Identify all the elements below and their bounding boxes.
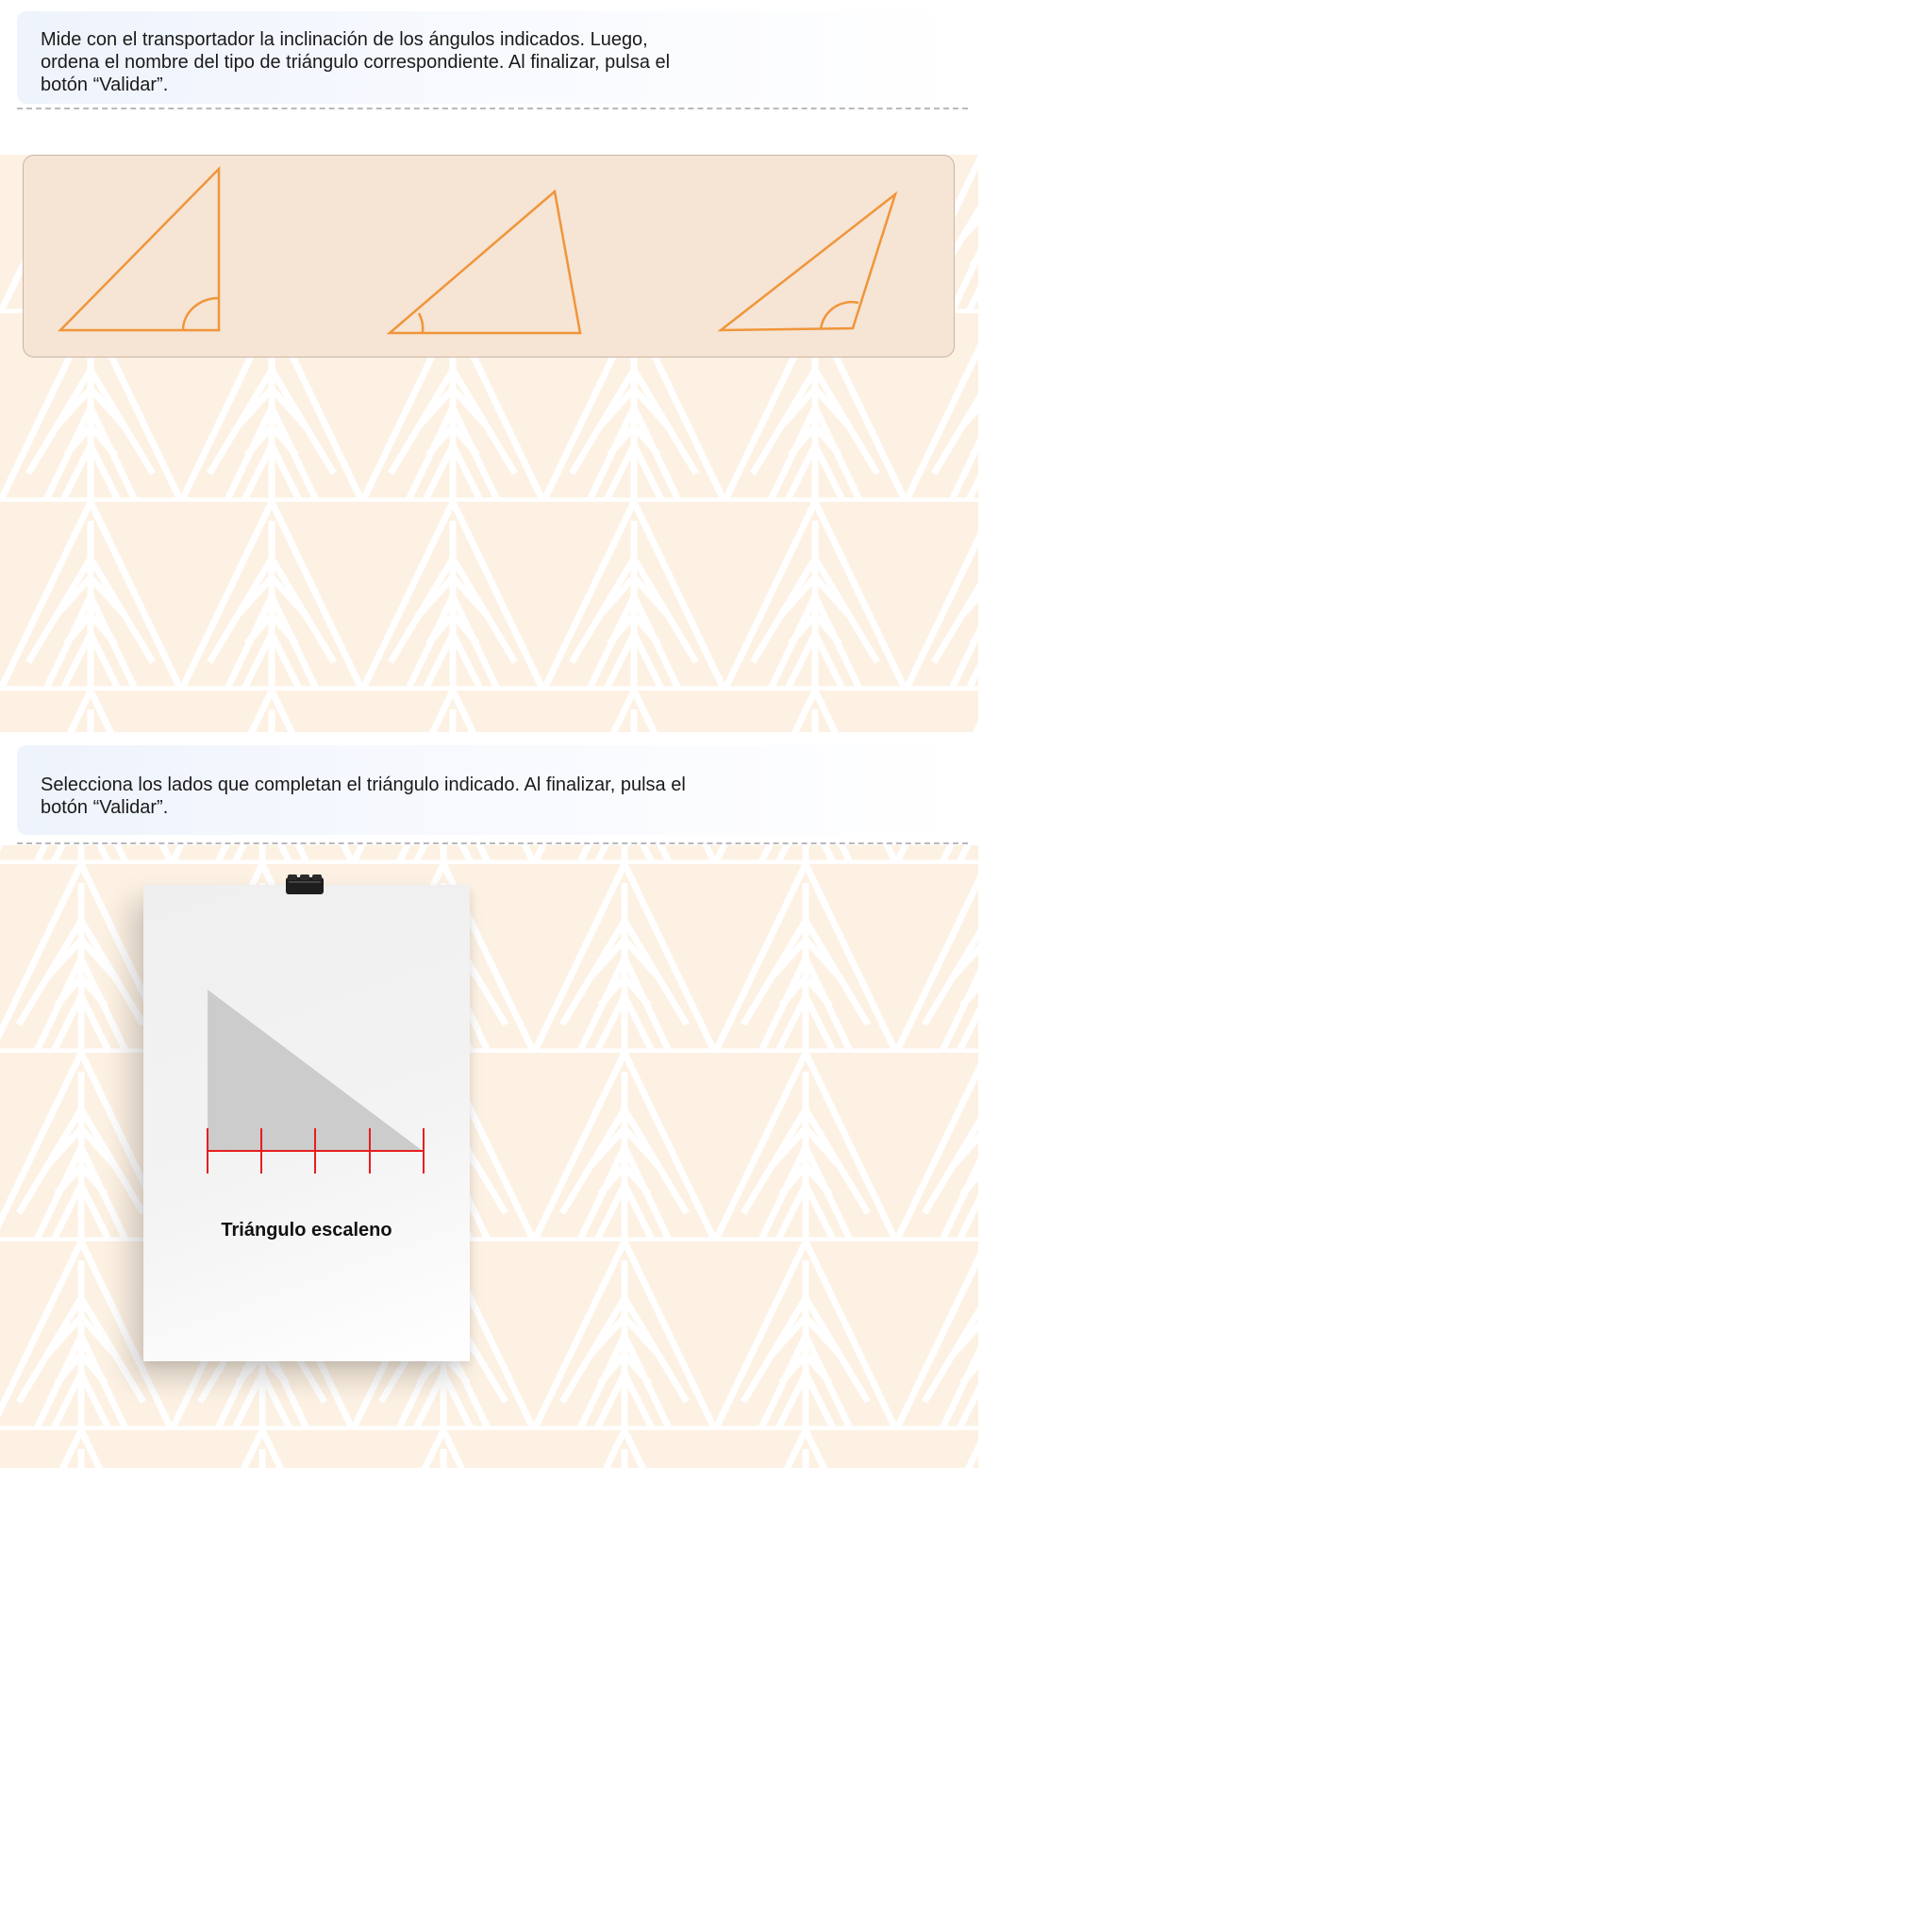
acute-triangle[interactable]	[386, 189, 582, 335]
instruction-box-1: Mide con el transportador la inclinación…	[17, 11, 968, 104]
obtuse-angle-arc	[819, 300, 859, 330]
divider-1	[17, 108, 968, 109]
card-label: Triángulo escaleno	[221, 1220, 392, 1241]
triangles-svg	[58, 165, 898, 335]
triangles-panel	[23, 155, 955, 358]
triangle-card: Triángulo escaleno	[143, 885, 470, 1361]
right-angle-arc	[181, 296, 220, 331]
instruction-text-2: Selecciona los lados que completan el tr…	[41, 774, 686, 818]
scalene-triangle[interactable]	[208, 990, 423, 1151]
divider-2	[17, 842, 968, 844]
card-drawing	[207, 990, 425, 1174]
right-triangle[interactable]	[58, 165, 221, 332]
acute-angle-arc	[417, 312, 425, 334]
instruction-text-1: Mide con el transportador la inclinación…	[41, 29, 671, 95]
binder-clip-icon	[285, 874, 325, 894]
obtuse-triangle[interactable]	[717, 191, 898, 332]
instruction-box-2: Selecciona los lados que completan el tr…	[17, 745, 968, 835]
